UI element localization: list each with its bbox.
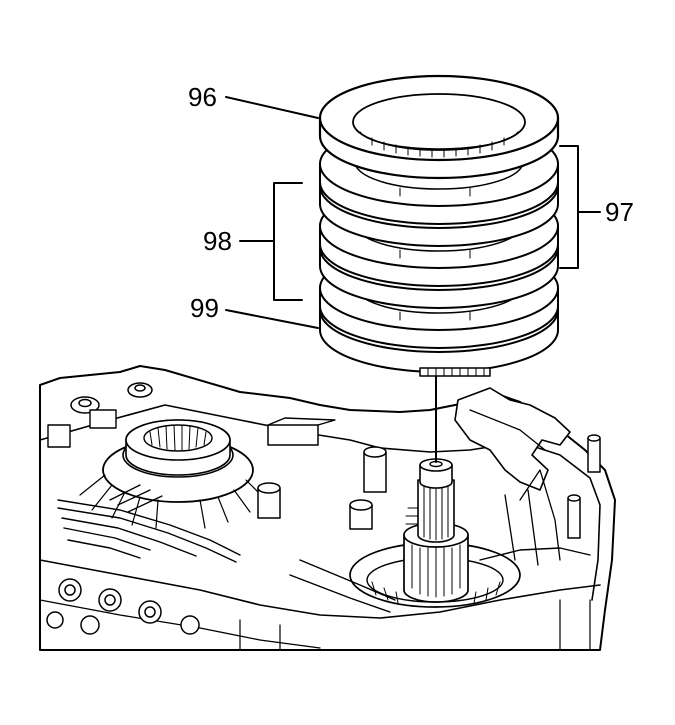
- callout-97: 97: [605, 197, 634, 227]
- leader-line-96: [225, 96, 319, 119]
- bracket-98: [239, 182, 303, 301]
- transmission-case: [39, 365, 616, 651]
- backing-plate-top: [318, 74, 560, 180]
- callout-99: 99: [190, 293, 219, 323]
- leader-line-99: [225, 309, 319, 329]
- plate-tab: [419, 367, 491, 377]
- callout-96: 96: [188, 82, 217, 112]
- bracket-97: [559, 145, 601, 269]
- clutch-plate-stack: [318, 74, 560, 377]
- callout-98: 98: [203, 226, 232, 256]
